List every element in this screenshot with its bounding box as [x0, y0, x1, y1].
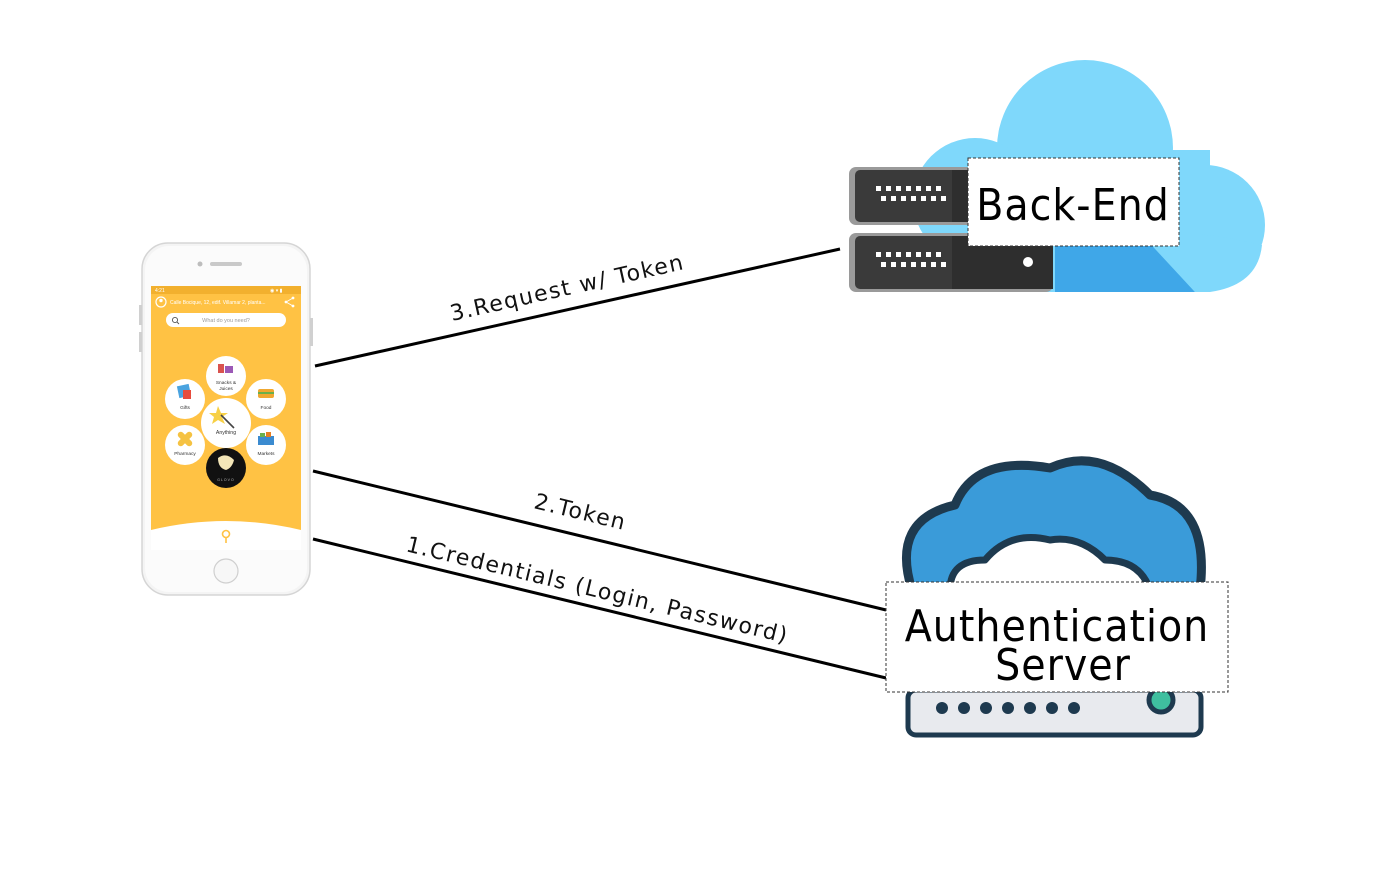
request-line	[314, 247, 841, 368]
address-text[interactable]: Calle Bocique, 12, edif. Villamar 2, pla…	[170, 300, 266, 306]
credentials-label: 1.Credentials (Login, Password)	[404, 533, 791, 650]
category-gifts[interactable]: Gifts	[165, 379, 205, 419]
svg-text:Juices: Juices	[219, 386, 233, 392]
brand-label: GLOVO	[217, 478, 234, 482]
category-markets-label: Markets	[257, 451, 275, 457]
front-camera-icon	[197, 261, 203, 267]
auth-cloud	[901, 456, 1206, 595]
status-time: 4:21	[155, 288, 165, 294]
smartphone: 4:21 ◉ ▾ ▮ Calle Bocique, 12, edif. Vill…	[139, 242, 313, 596]
search-icon	[171, 316, 179, 324]
category-food[interactable]: Food	[246, 379, 286, 419]
request-label: 3.Request w/ Token	[448, 250, 687, 327]
category-markets[interactable]: Markets	[246, 425, 286, 465]
earpiece	[210, 262, 242, 266]
category-anything[interactable]: Anything	[201, 398, 251, 448]
category-food-label: Food	[261, 405, 272, 411]
category-snacks[interactable]: Snacks & Juices	[206, 356, 246, 396]
search-input[interactable]	[166, 313, 286, 327]
auth-server-icon	[905, 685, 1204, 738]
status-bar	[151, 286, 301, 294]
category-snacks-label: Snacks &	[216, 380, 237, 386]
server-indicator-dots	[936, 702, 1080, 714]
auth-label-line2: Server	[995, 640, 1131, 691]
share-icon[interactable]	[284, 296, 295, 308]
category-anything-label: Anything	[216, 430, 236, 436]
backend-label: Back-End	[976, 180, 1170, 231]
auth-label-line1: Authentication	[905, 601, 1210, 652]
category-gifts-label: Gifts	[180, 405, 190, 411]
brand-bubble[interactable]: GLOVO	[206, 448, 246, 488]
connection-lines	[312, 247, 887, 680]
category-pharmacy[interactable]: Pharmacy	[165, 425, 205, 465]
status-icons: ◉ ▾ ▮	[270, 288, 283, 294]
bottom-bar	[151, 521, 301, 550]
auth-label-box: Authentication Server	[885, 581, 1229, 693]
location-pin-icon[interactable]	[221, 529, 231, 544]
category-pharmacy-label: Pharmacy	[174, 451, 196, 457]
search-placeholder: What do you need?	[202, 318, 250, 324]
phone-screen: 4:21 ◉ ▾ ▮ Calle Bocique, 12, edif. Vill…	[151, 286, 301, 550]
backend-label-box: Back-End	[967, 157, 1180, 247]
token-line	[312, 469, 887, 612]
credentials-line	[312, 537, 887, 680]
home-button[interactable]	[213, 558, 239, 584]
profile-icon[interactable]	[155, 296, 167, 308]
